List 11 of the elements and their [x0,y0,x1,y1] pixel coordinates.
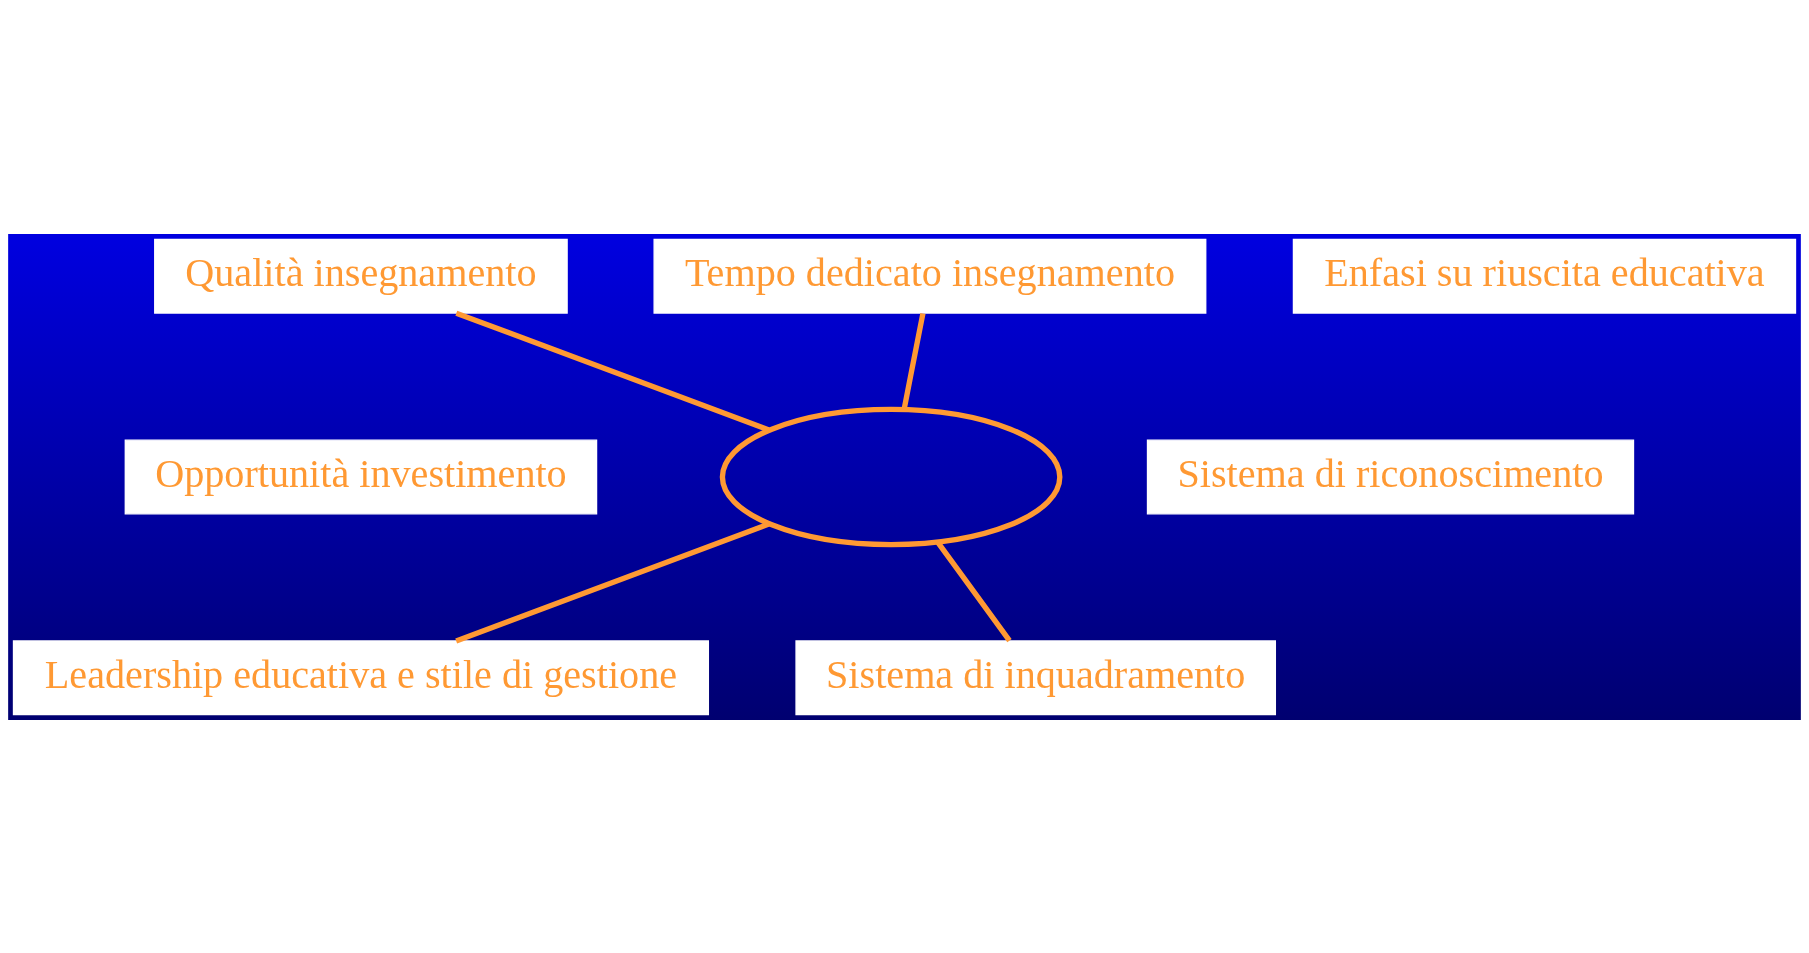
node-box: Opportunità investimento [124,439,598,514]
node-ellipse [719,406,1063,547]
connector [455,310,770,433]
node-box: Sistema di riconoscimento [1146,439,1635,514]
connector [455,521,770,643]
connector [901,312,926,410]
node-box: Sistema di inquadramento [795,639,1277,715]
node-box: Leadership educativa e stile di gestione [12,639,710,715]
node-box: Tempo dedicato insegnamento [653,238,1207,314]
node-box: Qualità insegnamento [154,238,568,314]
node-box: Enfasi su riuscita educativa [1292,238,1797,314]
